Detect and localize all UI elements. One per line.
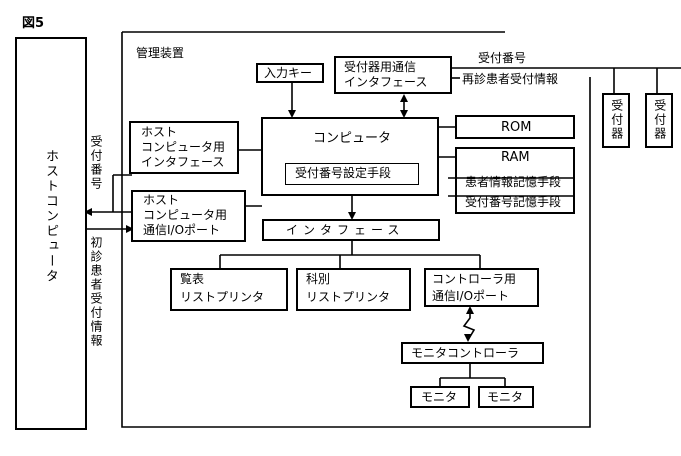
controller-io-line-1: コントローラ用	[432, 272, 517, 286]
first-visit-info-label: 初診患者受付情報	[89, 236, 103, 348]
receipt-number-left-label: 受付番号	[89, 135, 103, 191]
host-interface-block: ホスト コンピュータ用 インタフェース	[129, 121, 239, 174]
receptor-if-line-1: 受付器用通信	[344, 60, 417, 74]
list-printer-line-2: リストプリンタ	[180, 290, 265, 304]
dept-printer-line-2: リストプリンタ	[306, 290, 391, 304]
host-io-line-2: コンピュータ用	[143, 208, 228, 222]
monitor-controller-label: モニタコントローラ	[411, 346, 520, 360]
receipt-number-right-label: 受付番号	[478, 51, 527, 65]
patient-store-label: 患者情報記憶手段	[465, 175, 562, 189]
monitor-1-label: モニタ	[421, 390, 458, 404]
dept-printer-block: 科別 リストプリンタ	[296, 268, 411, 311]
ram-label: RAM	[501, 150, 530, 165]
ram-block: RAM 患者情報記憶手段 受付番号記憶手段	[455, 147, 575, 214]
arrow-to-host	[84, 208, 92, 216]
host-if-line-2: コンピュータ用	[141, 140, 226, 154]
host-computer-block: ホストコンピュータ	[15, 37, 87, 430]
arrow-to-host-io	[126, 225, 134, 233]
receptor-interface-block: 受付器用通信 インタフェース	[334, 56, 452, 94]
setting-means-label: 受付番号設定手段	[295, 166, 392, 180]
arrow-to-receptor-if	[400, 94, 408, 102]
setting-means-block: 受付番号設定手段	[285, 163, 419, 185]
arrow-to-computer-from-key	[288, 110, 296, 118]
monitor-2-label: モニタ	[487, 390, 524, 404]
figure-label: 図5	[22, 16, 45, 31]
receptor-1-label: 受付器	[609, 99, 624, 141]
management-device-label: 管理装置	[136, 46, 185, 60]
dept-printer-line-1: 科別	[306, 272, 331, 286]
number-store-label: 受付番号記憶手段	[465, 195, 562, 209]
receptor-if-line-2: インタフェース	[344, 75, 428, 89]
host-io-port-block: ホスト コンピュータ用 通信I/Oポート	[131, 190, 246, 242]
arrow-to-monitor-controller	[464, 334, 472, 342]
controller-io-block: コントローラ用 通信I/Oポート	[424, 268, 539, 307]
revisit-info-label: 再診患者受付情報	[462, 72, 559, 86]
receptor-1-block: 受付器	[602, 93, 630, 148]
host-if-line-3: インタフェース	[141, 155, 225, 169]
input-key-block: 入力キー	[256, 63, 324, 83]
list-printer-line-1: 覧表	[180, 272, 205, 286]
monitor-2-block: モニタ	[478, 386, 534, 408]
arrow-to-computer-from-receptor	[400, 110, 408, 118]
host-io-line-3: 通信I/Oポート	[143, 223, 221, 237]
rom-block: ROM	[455, 115, 575, 139]
host-io-line-1: ホスト	[143, 193, 180, 207]
monitor-1-block: モニタ	[410, 386, 470, 408]
computer-label: コンピュータ	[313, 131, 392, 146]
arrow-to-controller-io	[466, 306, 474, 314]
interface-label: インタフェース	[286, 223, 405, 237]
arrow-to-interface	[348, 212, 356, 220]
rom-label: ROM	[501, 120, 532, 135]
host-computer-label: ホストコンピュータ	[42, 149, 58, 284]
receptor-2-label: 受付器	[652, 99, 667, 141]
host-if-line-1: ホスト	[141, 125, 178, 139]
controller-io-line-2: 通信I/Oポート	[432, 289, 510, 303]
computer-block: コンピュータ 受付番号設定手段	[261, 117, 439, 196]
wireless-link	[462, 308, 476, 341]
monitor-controller-block: モニタコントローラ	[401, 342, 544, 364]
list-printer-block: 覧表 リストプリンタ	[170, 268, 288, 311]
input-key-label: 入力キー	[264, 66, 313, 80]
interface-block: インタフェース	[262, 219, 440, 241]
receptor-2-block: 受付器	[645, 93, 673, 148]
